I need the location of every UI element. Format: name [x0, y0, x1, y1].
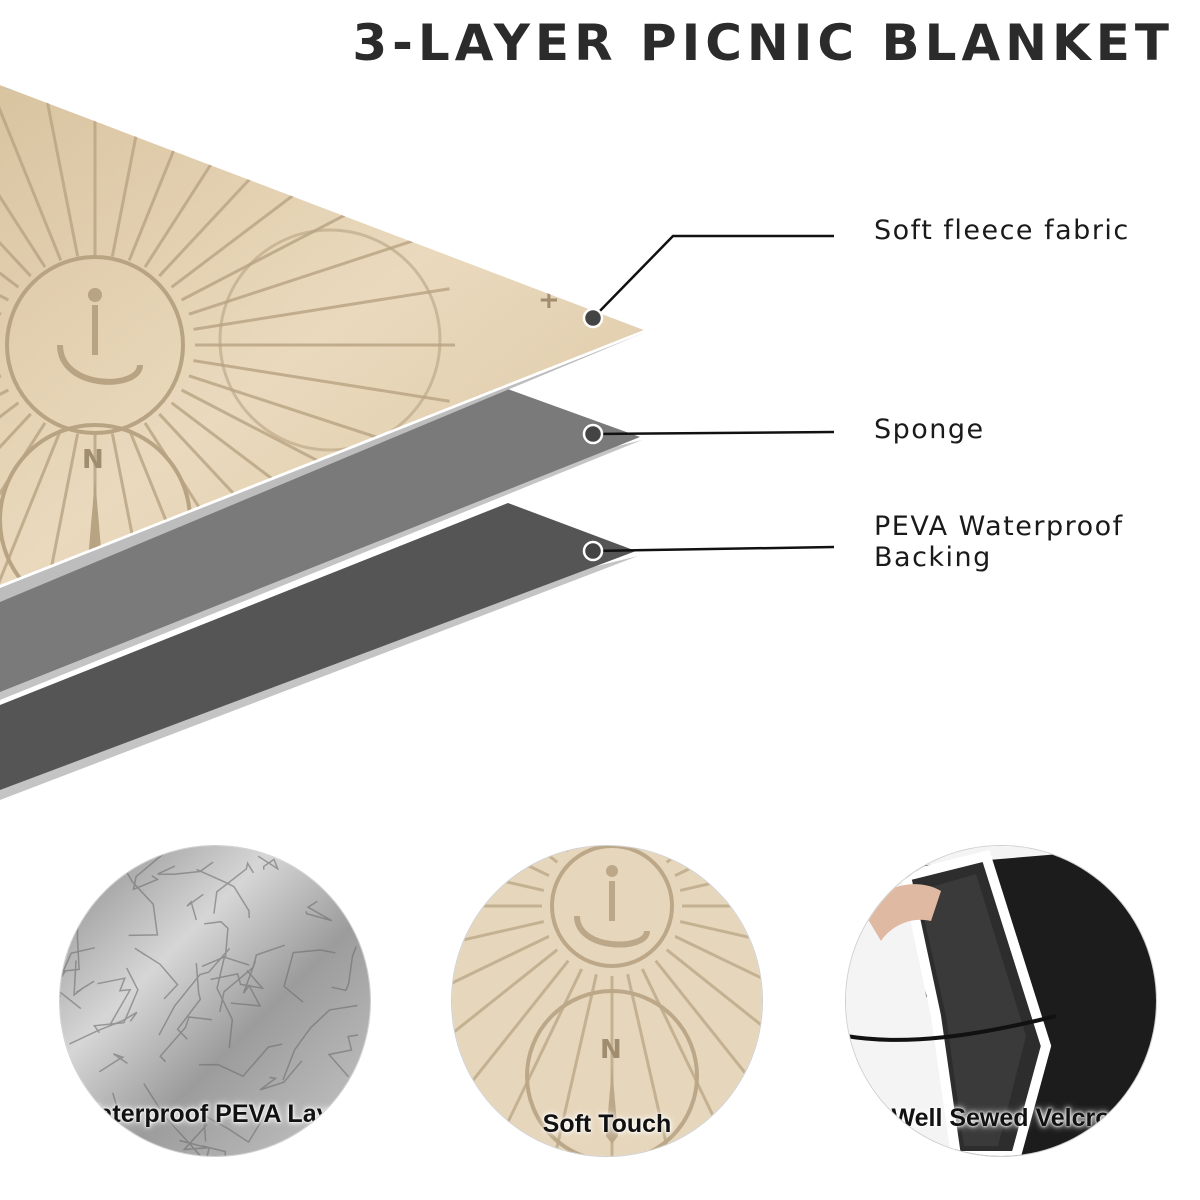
- compass-ring-top: [5, 255, 185, 435]
- fleece-closeup: N: [452, 846, 762, 1156]
- foil-texture: [60, 846, 370, 1156]
- north-letter-closeup: N: [600, 1035, 622, 1065]
- layer-stack-illustration: N +: [0, 85, 835, 800]
- sponge-layer: [0, 388, 640, 692]
- compass-ring-top-outer: [218, 228, 442, 452]
- finger-icon: [866, 884, 941, 941]
- caption-velcro: Well Sewed Velcro: [891, 1104, 1111, 1132]
- leader-sponge: [582, 423, 835, 445]
- fleece-layer: [0, 85, 644, 585]
- fleece-layer-edge: [0, 332, 646, 602]
- backing-layer: [0, 503, 636, 790]
- feature-soft-touch-circle: N Soft Touch: [452, 846, 762, 1156]
- compass-emblem: [57, 305, 143, 385]
- feature-peva-circle: Waterproof PEVA Layer: [60, 846, 370, 1156]
- leader-backing: [582, 540, 835, 562]
- cardinal-mark: +: [538, 285, 560, 315]
- backing-layer-edge: [0, 556, 638, 800]
- layer-label-sponge: Sponge: [874, 414, 985, 445]
- north-letter: N: [82, 445, 104, 475]
- leader-fleece: [582, 234, 834, 329]
- velcro-closeup: [846, 846, 1156, 1156]
- page-title: 3-LAYER PICNIC BLANKET: [352, 14, 1174, 72]
- caption-soft-touch: Soft Touch: [542, 1110, 672, 1138]
- layer-label-backing: PEVA Waterproof Backing: [874, 511, 1124, 573]
- sponge-layer-edge: [0, 440, 642, 700]
- layer-label-fleece: Soft fleece fabric: [874, 215, 1130, 246]
- caption-peva: Waterproof PEVA Layer: [75, 1100, 355, 1128]
- feature-velcro-circle: Well Sewed Velcro: [846, 846, 1156, 1156]
